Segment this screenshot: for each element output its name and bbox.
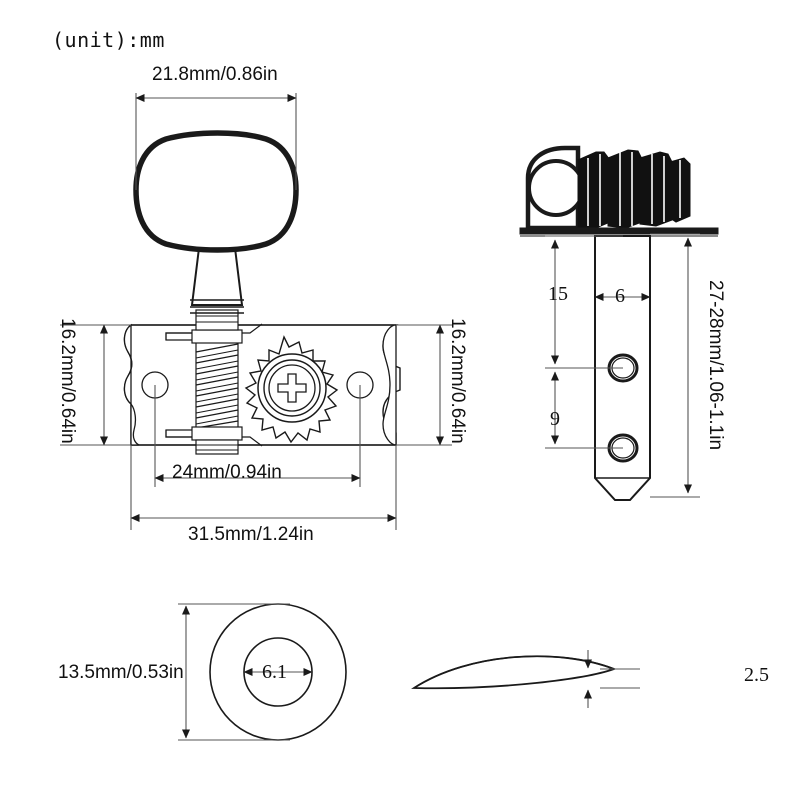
base-plate-right-lobe: [382, 324, 397, 446]
plate-chamfer-top-left: [165, 332, 196, 340]
gear-outer-rim: [257, 353, 327, 423]
spur-gear-group: [244, 335, 339, 444]
worm-thread-lines: [195, 343, 239, 429]
dim-plate-length-label: 31.5mm/1.24in: [188, 524, 314, 545]
button-stem-rings: [190, 299, 244, 314]
front-view-dimensions: [60, 93, 452, 530]
washer-profile-group: [411, 655, 617, 690]
dim-washer-outer-label: 13.5mm/0.53in: [58, 662, 184, 683]
string-post-circle: [527, 159, 585, 217]
mounting-plate-edge: [519, 227, 719, 235]
dim-lower-hole-distance-label: 9: [550, 408, 560, 430]
worm-gear-side-cluster: [577, 149, 691, 229]
dim-post-length-label: 27-28mm/1.06-1.1in: [705, 280, 726, 451]
button-stem: [190, 247, 244, 306]
worm-shaft-lower: [195, 439, 239, 455]
button-head: [133, 130, 299, 253]
worm-screw-group: [191, 309, 243, 455]
dim-hole-spacing-label: 24mm/0.94in: [172, 462, 282, 483]
worm-collar-top: [191, 329, 243, 344]
dim-washer-thickness-label: 2.5: [744, 664, 769, 686]
dim-plate-height-right-label: 16.2mm/0.64in: [447, 318, 468, 444]
worm-collar-bottom: [191, 426, 243, 441]
unit-note: (unit):mm: [52, 28, 165, 52]
washer-profile-dimensions: [584, 650, 640, 708]
side-view-dimensions: [545, 233, 700, 498]
dim-plate-height-left-label: 16.2mm/0.64in: [57, 318, 78, 444]
worm-shaft-upper: [195, 309, 239, 331]
dim-upper-hole-distance-label: 15: [548, 283, 568, 305]
washer-profile-topline: [413, 655, 615, 689]
dim-post-width-label: 6: [615, 285, 625, 307]
dim-button-width-label: 21.8mm/0.86in: [152, 64, 278, 85]
washer-dimensions: [178, 603, 313, 741]
worm-shaft-ridges: [196, 315, 238, 451]
tuner-button-group: [133, 130, 299, 314]
base-plate-left-lobe: [123, 323, 140, 446]
worm-thread-roots: [195, 349, 239, 425]
side-view-group: [519, 145, 719, 501]
plate-chamfer-bottom-left: [165, 430, 196, 438]
front-view-group: [123, 130, 401, 455]
dim-washer-inner-label: 6.1: [262, 661, 287, 683]
phillips-cross-icon: [277, 373, 307, 403]
